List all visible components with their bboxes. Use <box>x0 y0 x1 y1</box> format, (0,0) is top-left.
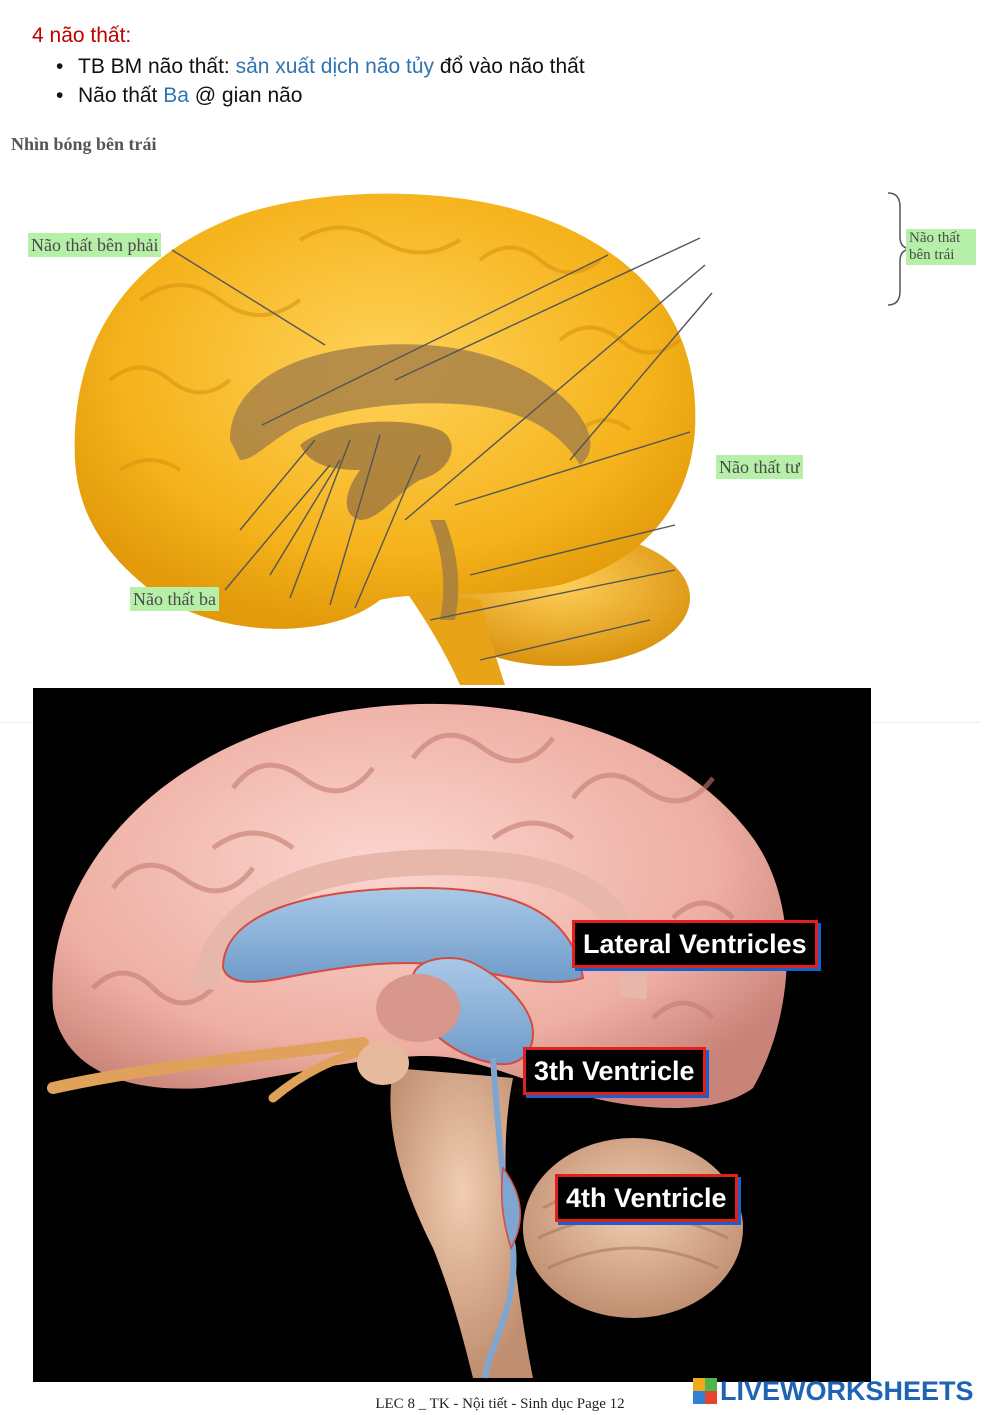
liveworksheets-logo-icon <box>693 1378 717 1404</box>
brain-midsagittal-illustration <box>33 688 871 1382</box>
brain-midsagittal-drawing <box>47 703 787 1379</box>
brand-name: LIVEWORKSHEETS <box>720 1375 974 1406</box>
brain-lateral-illustration <box>74 192 913 685</box>
section-heading: 4 não thất: <box>32 24 132 47</box>
figure-caption: Nhìn bóng bên trái <box>11 134 157 154</box>
label-left-lateral-ventricle: Não thất bên trái <box>906 229 976 265</box>
label-3th-ventricle: 3th Ventricle <box>523 1047 706 1095</box>
label-lateral-ventricles: Lateral Ventricles <box>572 920 818 968</box>
brand-logo[interactable]: LIVEWORKSHEETS <box>693 1374 974 1408</box>
list-item: TB BM não thất: sản xuất dịch não tủy đổ… <box>56 52 585 81</box>
label-fourth-ventricle: Não thất tư <box>716 455 803 479</box>
highlight-text: Ba <box>163 84 189 107</box>
label-third-ventricle: Não thất ba <box>130 587 219 611</box>
notes-list: TB BM não thất: sản xuất dịch não tủy đổ… <box>56 52 585 110</box>
label-right-lateral-ventricle: Não thất bên phải <box>28 233 162 257</box>
label-4th-ventricle: 4th Ventricle <box>555 1174 738 1222</box>
list-item: Não thất Ba @ gian não <box>56 81 585 110</box>
highlight-text: sản xuất dịch não tủy <box>235 55 435 78</box>
page-footer: LEC 8 _ TK - Nội tiết - Sinh dục Page 12 <box>375 1396 625 1412</box>
